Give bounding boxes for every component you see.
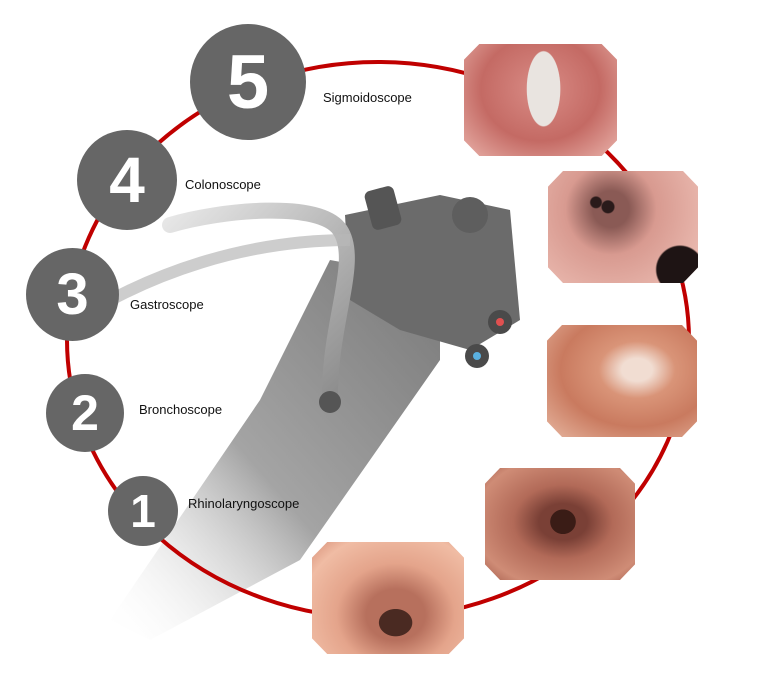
step-2-badge: 2 [46, 374, 124, 452]
vocal-cords-image [464, 44, 617, 156]
step-2-label: Bronchoscope [139, 402, 223, 417]
step-5-badge: 5 [190, 24, 306, 140]
step-3-badge: 3 [26, 248, 119, 341]
step-4-label: Colonoscope [185, 177, 261, 192]
step-4-badge: 4 [77, 130, 177, 230]
step-1-label: Rhinolaryngoscope [188, 496, 300, 511]
step-3-label: Gastroscope [130, 297, 204, 312]
step-5-label: Sigmoidoscope [323, 90, 412, 105]
step-1-badge: 1 [108, 476, 178, 546]
colon-image [485, 468, 635, 580]
sigmoid-image [312, 542, 464, 654]
bronchi-image [548, 171, 698, 283]
stomach-image [547, 325, 697, 437]
